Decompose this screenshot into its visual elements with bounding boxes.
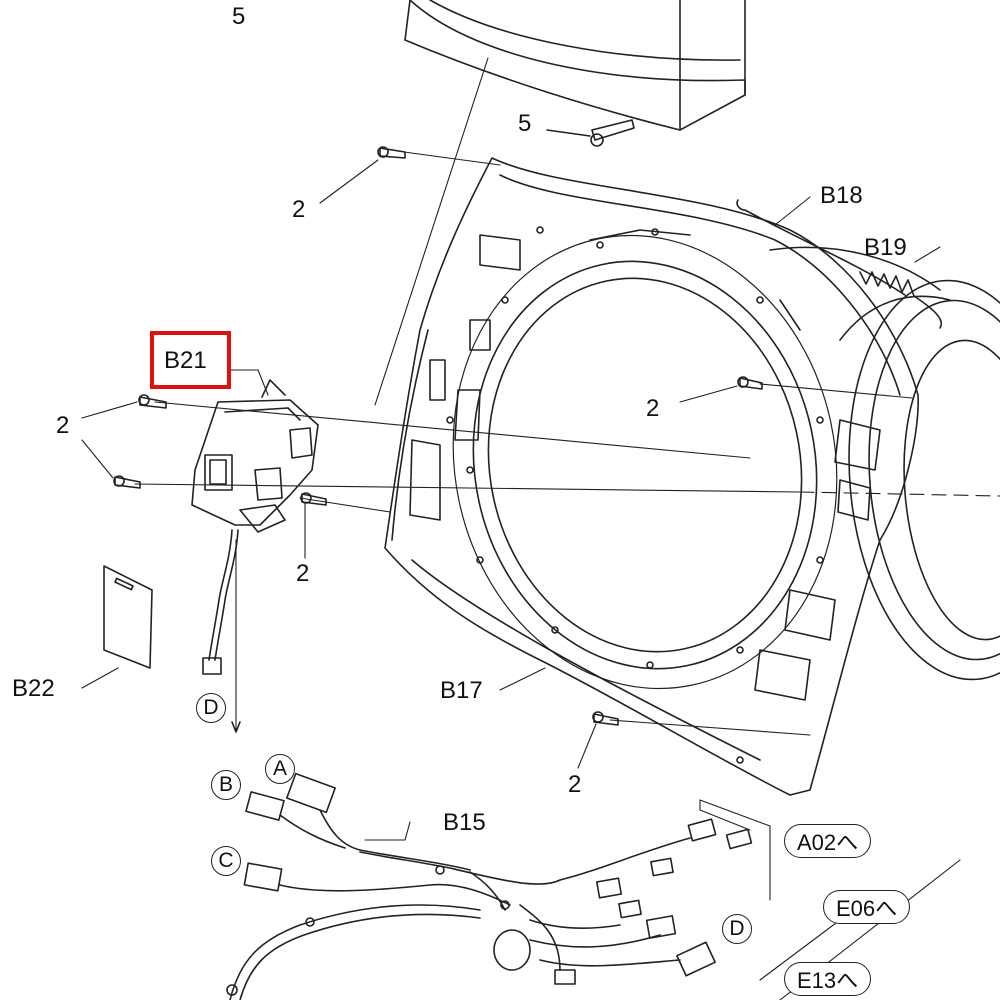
label-part-2: 2: [568, 771, 582, 798]
card-B22: [81, 565, 153, 689]
connector-marker-B: B: [211, 770, 241, 800]
connector-marker-D: D: [722, 914, 752, 944]
door-lock-B21: [191, 369, 319, 733]
label-part-B17: B17: [440, 677, 483, 704]
connector-marker-A: A: [265, 754, 295, 784]
reference-A02: A02へ: [784, 824, 872, 858]
reference-E13: E13へ: [784, 962, 872, 996]
top-panel-part-5: [404, 0, 746, 131]
label-part-2: 2: [292, 196, 306, 223]
label-part-B21: B21: [164, 347, 207, 374]
door-gasket-ring: [769, 246, 1000, 681]
label-part-B18: B18: [820, 182, 863, 209]
label-part-2: 2: [296, 560, 310, 587]
highlight-box-B21: [150, 331, 231, 389]
screw-part-5: [546, 119, 635, 147]
label-part-B22: B22: [12, 675, 55, 702]
label-part-B15: B15: [443, 809, 486, 836]
label-part-5-screw: 5: [518, 110, 532, 137]
screws-part-2: [81, 146, 763, 769]
connector-marker-C: C: [211, 846, 241, 876]
label-part-2: 2: [646, 395, 660, 422]
reference-E06: E06へ: [823, 890, 911, 924]
leader-lines: [134, 57, 1000, 1000]
connector-marker-D: D: [196, 693, 226, 723]
wire-harness-B15: [226, 772, 753, 1000]
label-part-B19: B19: [864, 234, 907, 261]
label-part-2: 2: [56, 412, 70, 439]
label-part-5-top: 5: [232, 3, 246, 30]
spring-B19: [859, 246, 942, 329]
